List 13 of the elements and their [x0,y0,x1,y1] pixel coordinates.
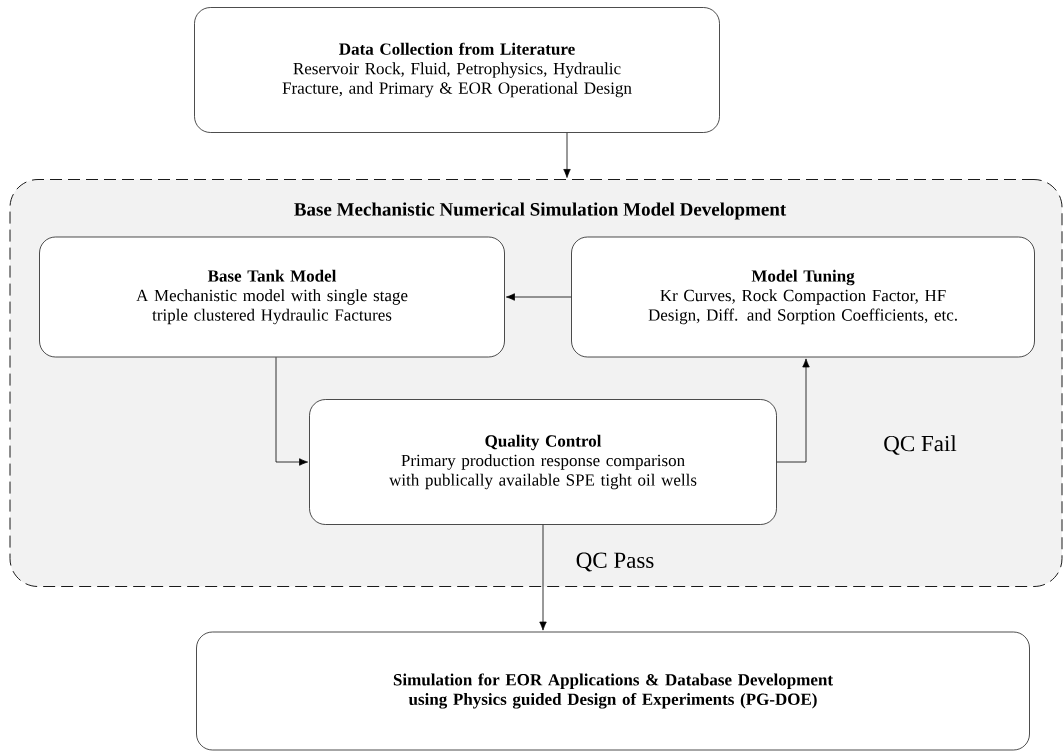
process-box: Base Tank Model A Mechanistic model with single stage triple clustered Hydraulic Factures [39,236,505,358]
arrow [563,132,571,178]
process-box: Data Collection from Literature Reservoir Rock, Fluid, Petrophysics, Hydraulic Fracture, and Primary & EOR Operational Design [194,7,720,133]
process-box: Quality Control Primary production response comparison with publically available SPE tight oil wells [309,399,777,525]
arrow [539,524,547,631]
arrow [275,356,308,466]
edge-label: QC Pass [576,552,654,572]
process-box: Model Tuning Kr Curves, Rock Compaction Factor, HF Design, Diff. and Sorption Coefficients, etc. [571,236,1035,358]
edge-label: QC Fail [884,435,957,455]
arrow [776,358,810,463]
group-heading: Base Mechanistic Numerical Simulation Model Development [294,202,787,220]
process-box: Simulation for EOR Applications & Database Development using Physics guided Design of Experiments (PG-DOE) [196,631,1030,751]
arrow [506,293,572,301]
